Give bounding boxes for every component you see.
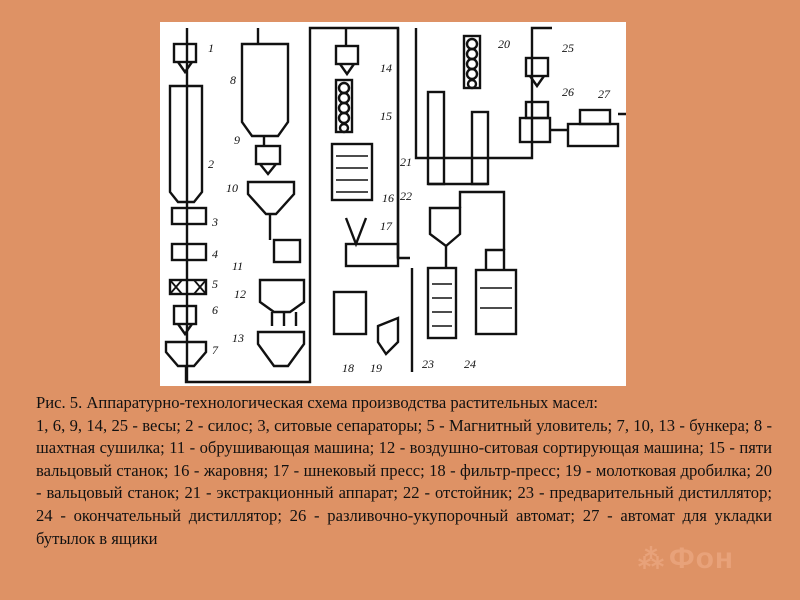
watermark: ⁂Фон [638,542,734,576]
scale-14 [334,44,360,66]
diagram-svg: 1 2 3 4 5 6 7 8 9 10 11 12 13 14 15 16 1… [164,26,626,384]
callout-22: 22 [400,189,412,203]
callout-19: 19 [370,361,382,375]
scale-1 [172,42,198,64]
caption-legend: 1, 6, 9, 14, 25 - весы; 2 - силос; 3, си… [36,415,772,548]
callout-20: 20 [498,37,510,51]
callout-16: 16 [382,191,394,205]
scale-9 [254,144,282,166]
separator-4 [170,242,208,262]
settler-22 [428,206,462,248]
bunker-7 [164,340,208,368]
callout-23: 23 [422,357,434,371]
callout-26: 26 [562,85,574,99]
hammermill-19 [376,316,400,356]
distiller-24 [474,268,518,336]
callout-10: 10 [226,181,238,195]
distiller-23 [426,266,458,340]
callout-8: 8 [230,73,236,87]
callout-27: 27 [598,87,611,101]
bunker-13 [256,330,306,368]
callout-12: 12 [234,287,246,301]
scale-6 [172,304,198,326]
callout-18: 18 [342,361,354,375]
extractor-21a [426,90,446,186]
sorter-12 [258,278,306,314]
callout-11: 11 [232,259,243,273]
roaster-16 [330,142,374,202]
callout-25: 25 [562,41,574,55]
callout-2: 2 [208,157,214,171]
callout-21: 21 [400,155,412,169]
process-diagram: 1 2 3 4 5 6 7 8 9 10 11 12 13 14 15 16 1… [160,22,626,386]
callout-13: 13 [232,331,244,345]
caption-title: Рис. 5. Аппаратурно-технологическая схем… [36,393,599,412]
packer-27 [578,108,612,126]
separator-3 [170,206,208,226]
scale-25 [524,56,550,78]
silo-2 [168,84,204,204]
magnet-5 [168,278,208,296]
filler-26 [524,100,550,120]
callout-17: 17 [380,219,393,233]
callout-7: 7 [212,343,219,357]
extractor-21b [470,110,490,186]
filterpress-18 [332,290,368,336]
callout-9: 9 [234,133,240,147]
callout-4: 4 [212,247,218,261]
bunker-10 [246,180,296,216]
huller-11 [272,238,302,264]
dryer-8 [240,42,290,138]
callout-3: 3 [211,215,218,229]
figure-caption: Рис. 5. Аппаратурно-технологическая схем… [36,392,772,550]
callout-5: 5 [212,277,218,291]
screwpress-17 [344,242,400,268]
watermark-text: Фон [669,542,735,575]
callout-24: 24 [464,357,476,371]
callout-1: 1 [208,41,214,55]
logo-glyph-icon: ⁂ [638,544,665,574]
callout-14: 14 [380,61,392,75]
callout-15: 15 [380,109,392,123]
callout-6: 6 [212,303,218,317]
